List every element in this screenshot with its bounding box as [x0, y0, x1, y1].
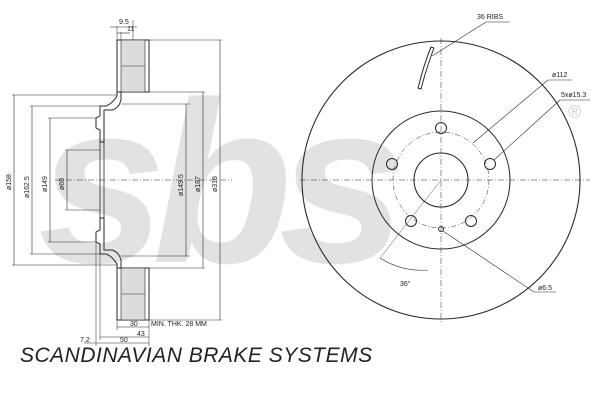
dim-left-162-5: ø162.5 — [24, 176, 31, 198]
side-view — [12, 20, 232, 346]
dim-bottom-50: 50 — [120, 337, 128, 344]
dim-top-11: 11 — [127, 26, 134, 33]
front-leaders — [379, 21, 590, 293]
dim-bottom-30: 30 — [130, 321, 138, 328]
hat-profile-upper — [95, 92, 122, 143]
watermark-tagline: SCANDINAVIAN BRAKE SYSTEMS — [20, 344, 373, 367]
disc-outer-edge — [301, 40, 581, 320]
friction-ring-lower — [116, 267, 150, 321]
label-pcd: ø112 — [552, 72, 568, 79]
dim-top-9-5: 9.5 — [119, 19, 129, 26]
leader-holes — [493, 99, 561, 161]
label-bolt-holes: 5xø15.3 — [561, 92, 586, 99]
hub-bore — [413, 152, 469, 208]
dim-right-318: ø318 — [212, 176, 219, 192]
dim-left-149: ø149 — [42, 176, 49, 192]
bolt-hole-left-upper — [386, 158, 398, 170]
dim-left-68: ø68 — [59, 178, 66, 190]
front-view — [300, 21, 590, 322]
dim-right-149-5: ø149.5 — [178, 174, 185, 196]
angle-arc — [379, 257, 429, 271]
dim-bottom-7-2: 7.2 — [80, 337, 90, 344]
pitch-circle — [392, 131, 490, 229]
bolt-hole-left-lower — [405, 215, 417, 227]
leader-ribs — [431, 21, 487, 57]
dim-min-thickness: MIN. THK. 28 MM — [151, 321, 207, 328]
leader-pcd — [472, 79, 549, 144]
watermark-logo: sbs — [38, 54, 399, 311]
dim-bottom-43: 43 — [137, 331, 145, 338]
dim-left-158: ø158 — [6, 174, 13, 190]
label-ribs: 36 RIBS — [477, 14, 503, 21]
friction-ring-upper — [116, 39, 150, 93]
watermark-registered-mark: ® — [568, 102, 581, 122]
side-dimension-lines — [13, 26, 221, 344]
rib-slot — [417, 46, 435, 90]
bolt-holes — [386, 122, 496, 227]
label-angle: 36° — [400, 280, 411, 288]
dim-right-187: ø187 — [195, 176, 202, 192]
hat-outer-edge — [371, 110, 511, 250]
locator-hole — [438, 226, 444, 232]
bolt-hole-top — [435, 122, 447, 134]
bolt-hole-right-upper — [484, 158, 496, 170]
bolt-hole-right-lower — [465, 215, 477, 227]
hat-profile-lower — [95, 217, 122, 268]
label-small-hole: ø6.5 — [538, 285, 552, 292]
leader-small-hole — [442, 230, 535, 293]
watermark: sbs ® SCANDINAVIAN BRAKE SYSTEMS — [20, 54, 581, 367]
